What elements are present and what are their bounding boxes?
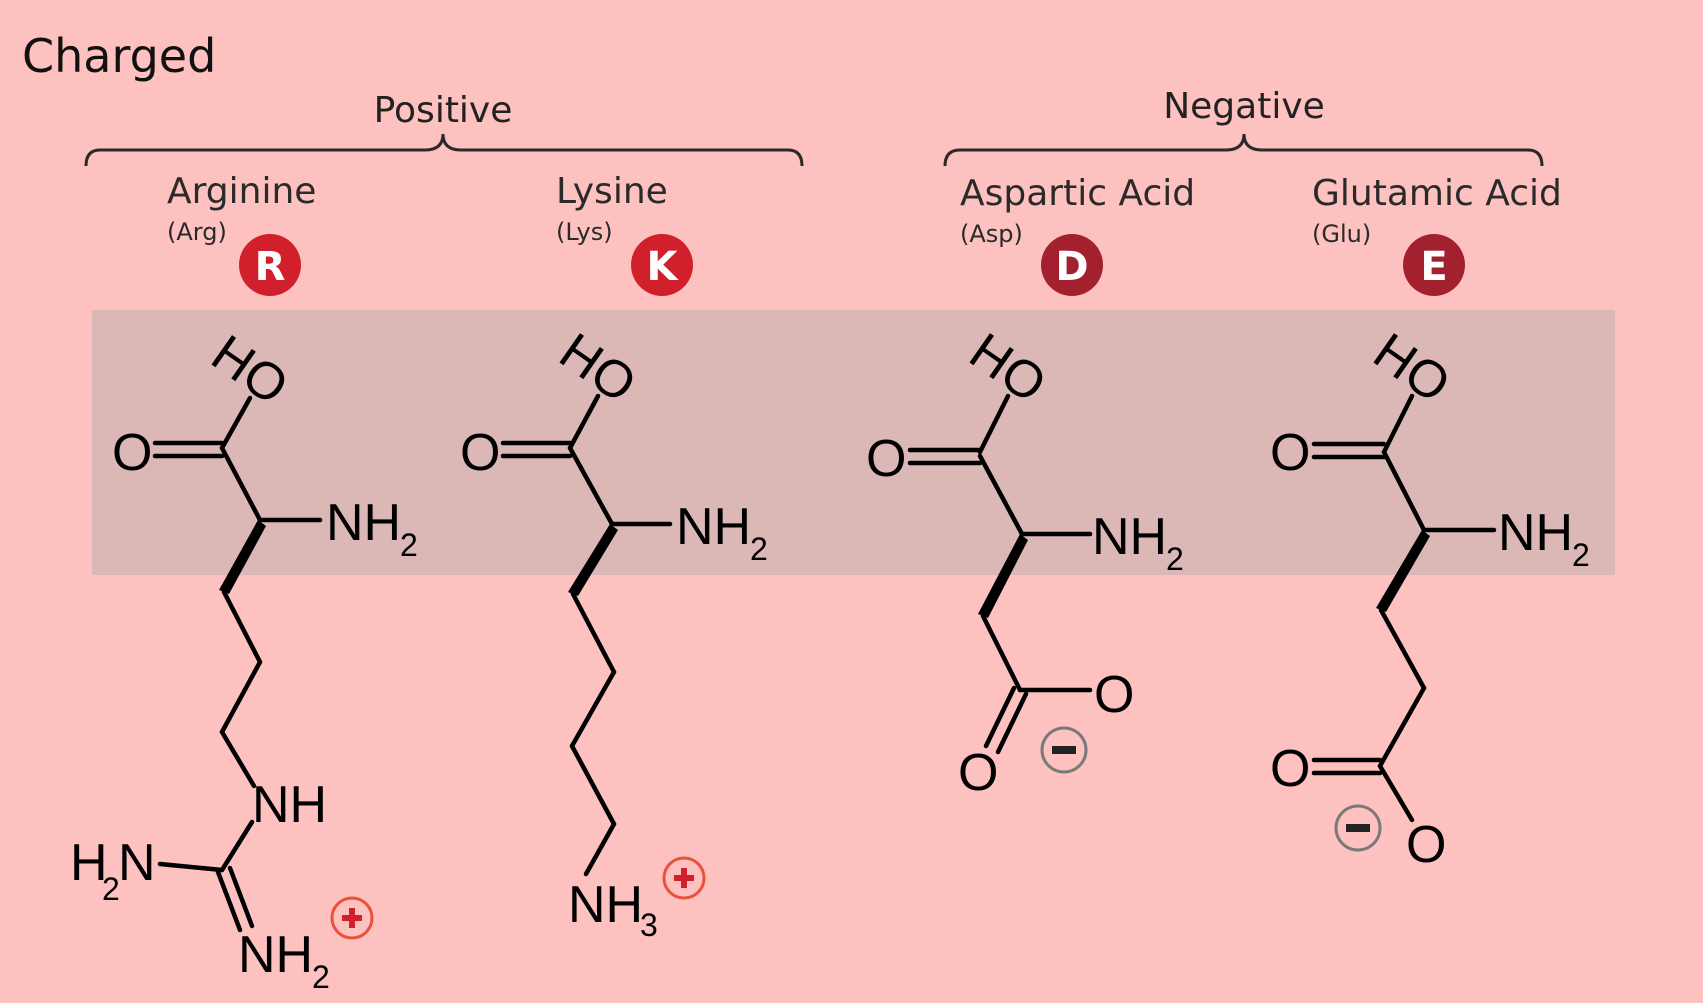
arg-bond xyxy=(219,395,253,451)
glu-bond xyxy=(1377,685,1427,769)
arg-bond xyxy=(219,729,257,789)
asp-bond xyxy=(977,453,1025,537)
arg-terminal-sub: 2 xyxy=(312,959,330,995)
glu-bond xyxy=(1381,393,1415,455)
arg-bond xyxy=(215,869,243,933)
arg-bond xyxy=(219,819,255,873)
glu-amine-n: NH xyxy=(1498,504,1573,562)
lys-wedge-bond xyxy=(568,524,618,596)
asp-carboxylate-o2: O xyxy=(958,744,998,802)
badge-d-letter: D xyxy=(1055,244,1088,290)
lys-bond xyxy=(583,821,617,877)
arg-bond xyxy=(221,589,263,665)
lys-bond xyxy=(569,743,617,827)
arg-bond xyxy=(219,659,263,735)
glu-amine-sub: 2 xyxy=(1572,537,1590,573)
glu-negative-charge-icon xyxy=(1334,804,1382,852)
arg-positive-charge-icon xyxy=(330,896,374,940)
positive-brace xyxy=(84,133,804,167)
glu-carboxylate-o1: O xyxy=(1270,740,1310,798)
badge-d xyxy=(1041,234,1103,296)
arg-amine-sub: 2 xyxy=(400,527,418,563)
arg-carbonyl-o: O xyxy=(112,424,152,482)
arg-nh-label: NH xyxy=(252,776,327,834)
lys-terminal-sub: 3 xyxy=(640,907,658,943)
badge-e-letter: E xyxy=(1420,244,1447,290)
arg-h2n-h: H xyxy=(70,834,108,892)
asp-negative-charge-icon xyxy=(1040,726,1088,774)
glu-bond xyxy=(1378,607,1427,691)
lys-amine-n: NH xyxy=(676,498,751,556)
positive-group-label: Positive xyxy=(374,90,513,131)
asp-bond xyxy=(977,393,1011,455)
arg-bond xyxy=(227,865,255,929)
badge-r xyxy=(239,234,301,296)
asp-wedge-bond xyxy=(978,534,1028,618)
arg-terminal-n: NH xyxy=(238,926,313,984)
aspartic-acid-name: Aspartic Acid xyxy=(960,173,1195,214)
arg-wedge-bond xyxy=(219,520,266,594)
badge-r-letter: R xyxy=(255,244,286,290)
lys-amine-sub: 2 xyxy=(750,531,768,567)
glutamic-acid-name: Glutamic Acid xyxy=(1312,173,1562,214)
asp-carboxylate-o1: O xyxy=(1094,666,1134,724)
glu-wedge-bond xyxy=(1376,530,1430,612)
lys-bond xyxy=(569,669,617,749)
asp-bond xyxy=(980,613,1023,693)
lys-bond xyxy=(567,393,601,451)
arg-h2n-n: N xyxy=(118,834,156,892)
aspartic-acid-structure: HO O NH 2 O O xyxy=(866,322,1184,802)
arg-bond xyxy=(157,861,225,873)
lys-positive-charge-icon xyxy=(662,856,706,900)
badge-k xyxy=(631,234,693,296)
lys-terminal-n: NH xyxy=(568,876,643,934)
asp-carbonyl-o: O xyxy=(866,430,906,488)
arginine-name: Arginine xyxy=(167,171,316,212)
lys-bond xyxy=(567,445,615,527)
badge-e xyxy=(1403,234,1465,296)
lysine-name: Lysine xyxy=(556,171,668,212)
arginine-abbr: (Arg) xyxy=(167,218,227,246)
negative-group-label: Negative xyxy=(1163,86,1325,127)
lys-carbonyl-o: O xyxy=(460,424,500,482)
glu-bond xyxy=(1381,449,1427,533)
arg-amine-n: NH xyxy=(326,494,401,552)
glutamic-acid-abbr: (Glu) xyxy=(1312,220,1371,248)
aspartic-acid-abbr: (Asp) xyxy=(960,220,1023,248)
arg-bond xyxy=(219,445,263,523)
glu-carboxylate-o2: O xyxy=(1406,816,1446,874)
lys-bond xyxy=(570,591,617,675)
negative-brace xyxy=(943,133,1544,167)
asp-amine-sub: 2 xyxy=(1166,541,1184,577)
page-title: Charged xyxy=(22,29,216,83)
glu-bond xyxy=(1377,763,1415,823)
lysine-abbr: (Lys) xyxy=(556,218,613,246)
glu-carbonyl-o: O xyxy=(1270,424,1310,482)
asp-amine-n: NH xyxy=(1092,508,1167,566)
asp-bond xyxy=(995,691,1029,755)
arg-h2n-sub: 2 xyxy=(102,871,120,907)
asp-bond xyxy=(983,685,1017,749)
badge-k-letter: K xyxy=(647,244,680,290)
